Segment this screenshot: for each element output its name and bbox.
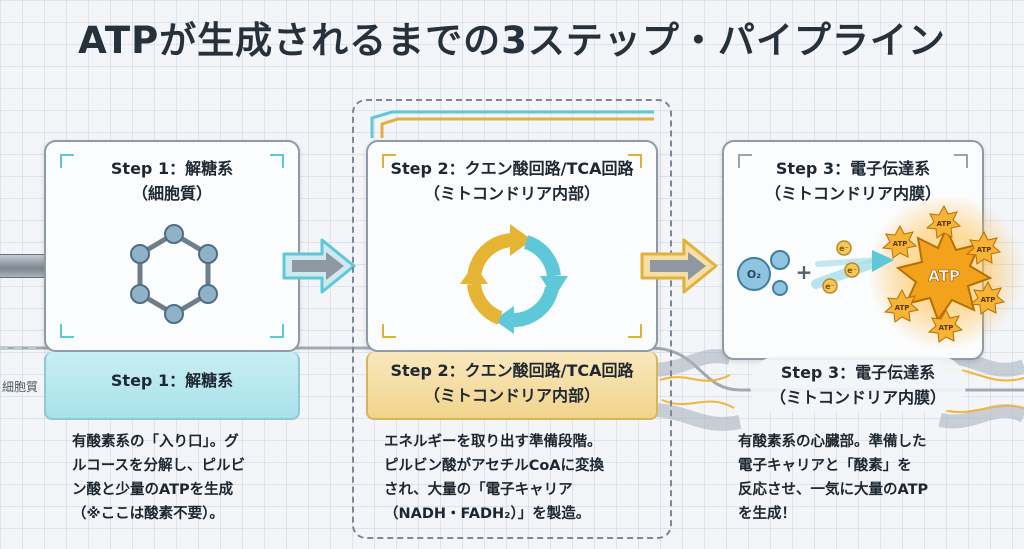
step2-panel: Step 2：クエン酸回路/TCA回路 （ミトコンドリア内部） bbox=[366, 352, 658, 420]
step3-desc-line: 有酸素系の心臓部。準備した bbox=[738, 434, 927, 450]
step2-head-line: Step 2：クエン酸回路/TCA回路 bbox=[390, 159, 634, 178]
step1-head-line: Step 1：解糖系 bbox=[110, 159, 234, 178]
oxygen-molecule-icon bbox=[737, 250, 790, 296]
atp-burst-icon: O₂ + e⁻ e⁻ e⁻ ATP ATP ATP ATP ATP ATP AT… bbox=[737, 198, 1024, 348]
step2-desc-line: され、大量の「電子キャリア bbox=[384, 482, 573, 498]
o2-label: O₂ bbox=[747, 268, 761, 281]
step1-head-line: （細胞質） bbox=[131, 184, 212, 203]
step3-description: 有酸素系の心臓部。準備した 電子キャリアと「酸素」を 反応させ、一気に大量のAT… bbox=[738, 430, 928, 526]
step2-desc-line: ピルビン酸がアセチルCoAに変換 bbox=[384, 458, 605, 474]
step3-panel: Step 3：電子伝達系 （ミトコンドリア内膜） bbox=[750, 356, 966, 412]
step1-panel-line: Step 1：解糖系 bbox=[110, 371, 234, 390]
step2-card: Step 2：クエン酸回路/TCA回路 （ミトコンドリア内部） bbox=[366, 140, 658, 352]
step2-card-heading: Step 2：クエン酸回路/TCA回路 （ミトコンドリア内部） bbox=[368, 156, 656, 206]
step2-tab-decoration bbox=[370, 110, 654, 138]
step3-card-heading: Step 3：電子伝達系 （ミトコンドリア内膜） bbox=[724, 156, 982, 206]
step2-panel-line: （ミトコンドリア内部） bbox=[423, 386, 600, 405]
plus-sign: + bbox=[796, 260, 813, 284]
cycle-arrows-icon bbox=[460, 224, 568, 334]
step3-desc-line: 電子キャリアと「酸素」を bbox=[738, 458, 912, 474]
cytoplasm-side-label: 細胞質 bbox=[2, 380, 39, 394]
step3-panel-line: （ミトコンドリア内膜） bbox=[769, 388, 946, 407]
flow-arrow-1-icon bbox=[282, 238, 356, 294]
step3-head-line: （ミトコンドリア内膜） bbox=[764, 184, 941, 203]
input-pipe bbox=[0, 254, 48, 278]
atp-small-label: ATP bbox=[893, 240, 908, 248]
step1-card-heading: Step 1：解糖系 （細胞質） bbox=[46, 156, 298, 206]
step2-desc-line: エネルギーを取り出す準備段階。 bbox=[384, 434, 602, 450]
page-title: ATPが生成されるまでの3ステップ・パイプライン bbox=[78, 19, 946, 62]
step1-desc-line: ルコースを分解し、ピルビ bbox=[72, 458, 245, 474]
atp-small-label: ATP bbox=[977, 246, 992, 254]
step3-desc-line: 反応させ、一気に大量のATP bbox=[738, 482, 929, 498]
membrane-flow-line bbox=[0, 346, 1024, 431]
electron-label: e⁻ bbox=[825, 282, 835, 291]
electron-label: e⁻ bbox=[839, 244, 849, 253]
electron-label: e⁻ bbox=[847, 266, 857, 275]
step2-panel-line: Step 2：クエン酸回路/TCA回路 bbox=[390, 361, 634, 380]
step1-panel: Step 1：解糖系 bbox=[44, 352, 300, 420]
step1-description: 有酸素系の「入り口」。グ ルコースを分解し、ピルビ ン酸と少量のATPを生成 （… bbox=[72, 430, 245, 526]
step1-desc-line: 有酸素系の「入り口」。グ bbox=[72, 434, 239, 450]
step3-head-line: Step 3：電子伝達系 bbox=[775, 159, 931, 178]
flow-arrow-2-icon bbox=[640, 238, 718, 294]
step1-desc-line: （※ここは酸素不要）。 bbox=[72, 506, 224, 522]
step2-description: エネルギーを取り出す準備段階。 ピルビン酸がアセチルCoAに変換 され、大量の「… bbox=[384, 430, 604, 526]
hexagon-molecule-icon bbox=[130, 224, 218, 324]
atp-small-label: ATP bbox=[939, 324, 954, 332]
step3-panel-line: Step 3：電子伝達系 bbox=[780, 363, 936, 382]
atp-small-label: ATP bbox=[895, 304, 910, 312]
step2-head-line: （ミトコンドリア内部） bbox=[423, 184, 600, 203]
step2-highlight-frame bbox=[352, 99, 672, 539]
atp-small-label: ATP bbox=[981, 296, 996, 304]
step1-desc-line: ン酸と少量のATPを生成 bbox=[72, 482, 234, 498]
step3-desc-line: を生成！ bbox=[738, 506, 796, 522]
atp-big-label: ATP bbox=[928, 267, 960, 285]
step2-desc-line: （NADH・FADH₂）」を製造。 bbox=[384, 506, 591, 522]
atp-small-label: ATP bbox=[937, 220, 952, 228]
step1-card: Step 1：解糖系 （細胞質） bbox=[44, 140, 300, 352]
